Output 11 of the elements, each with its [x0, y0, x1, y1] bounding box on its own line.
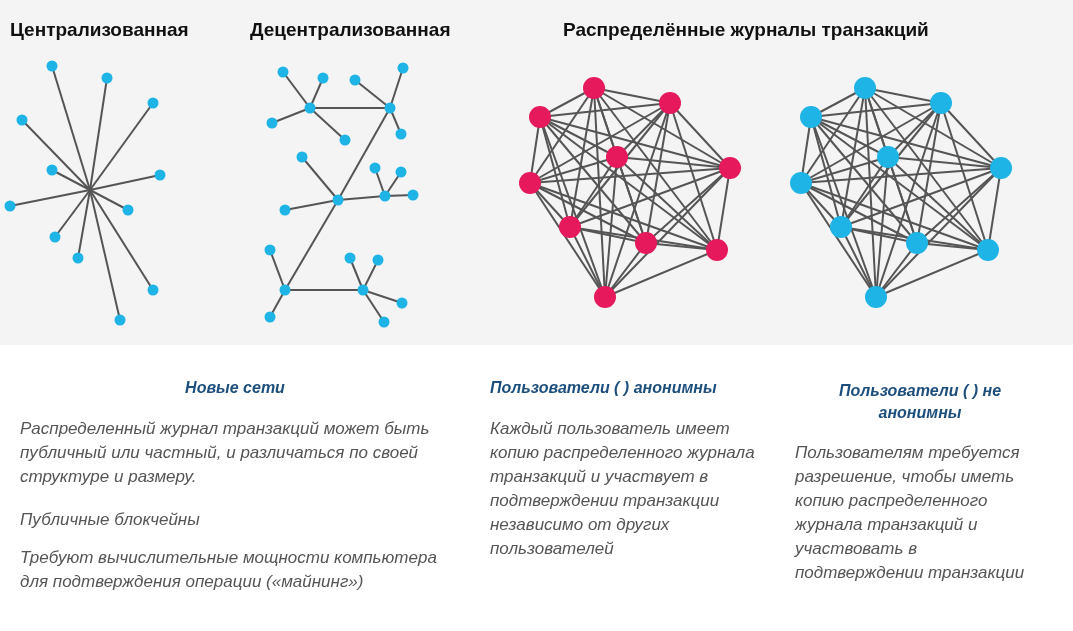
- paragraph: Публичные блокчейны: [20, 509, 201, 531]
- section-heading: Новые сети: [184, 378, 286, 398]
- heading: Централизованная: [10, 18, 189, 42]
- section-heading: Пользователи ( ) анонимны: [490, 378, 718, 398]
- heading: Распределённые журналы транзакций: [563, 18, 929, 42]
- heading: Децентрализованная: [250, 18, 451, 42]
- paragraph: Распределенный журнал транзакций может быть публичный или частный, и различаться по своей структуре и размеру.: [20, 418, 431, 488]
- paragraph: Требуют вычислительные мощности компьютера для подтверждения операции («майнинг»): [20, 547, 438, 593]
- section-heading: Пользователи ( ) не анонимны: [837, 381, 1003, 423]
- paragraph: Каждый пользователь имеет копию распределенного журнала транзакций и участвует в подтверждении транзакции независимо от других пользователей: [490, 418, 756, 560]
- paragraph: Пользователям требуется разрешение, чтобы иметь копию распределенного журнала транзакций и участвовать в подтверждении транзакции: [795, 442, 1026, 584]
